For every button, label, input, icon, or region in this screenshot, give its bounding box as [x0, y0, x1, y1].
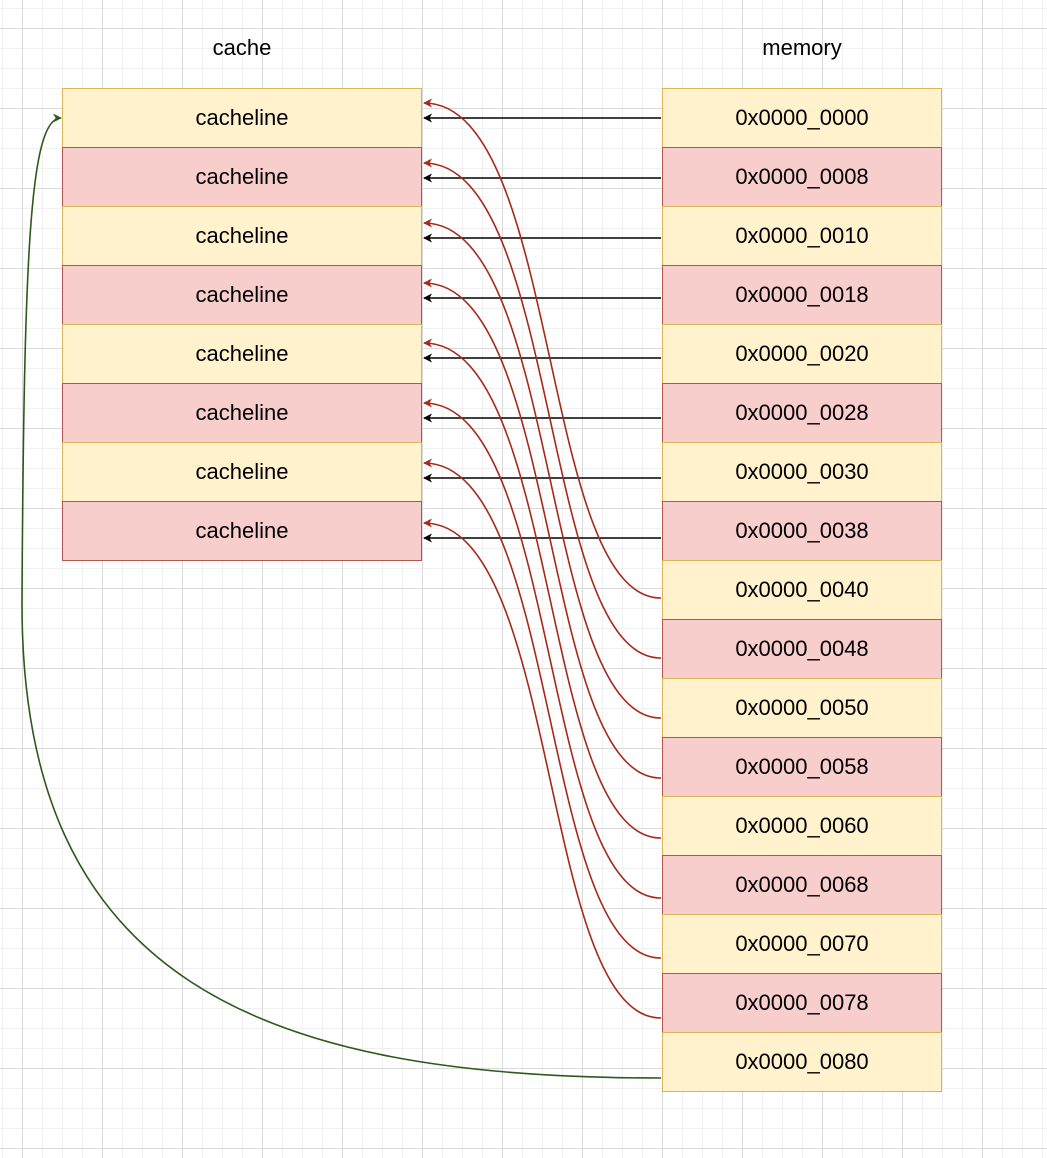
conflict-map-arrow-15: [423, 518, 662, 1019]
memory-address-15: 0x0000_0078: [662, 973, 942, 1033]
memory-address-13: 0x0000_0068: [662, 855, 942, 915]
memory-address-16: 0x0000_0080: [662, 1032, 942, 1092]
conflict-map-arrow-8: [423, 98, 662, 599]
memory-address-7: 0x0000_0038: [662, 501, 942, 561]
cache-title: cache: [212, 35, 272, 60]
memory-address-10: 0x0000_0050: [662, 678, 942, 738]
cacheline-4: cacheline: [62, 324, 422, 384]
memory-address-0: 0x0000_0000: [662, 88, 942, 148]
cacheline-7: cacheline: [62, 501, 422, 561]
memory-address-6: 0x0000_0030: [662, 442, 942, 502]
conflict-map-arrow-12: [423, 338, 662, 839]
memory-address-11: 0x0000_0058: [662, 737, 942, 797]
memory-title: memory: [762, 35, 842, 60]
conflict-map-arrow-10: [423, 218, 662, 719]
cacheline-1: cacheline: [62, 147, 422, 207]
memory-address-12: 0x0000_0060: [662, 796, 942, 856]
cacheline-2: cacheline: [62, 206, 422, 266]
conflict-map-arrow-9: [423, 158, 662, 659]
cache-column: cacheline cacheline cacheline cacheline …: [62, 88, 422, 561]
memory-address-9: 0x0000_0048: [662, 619, 942, 679]
memory-address-8: 0x0000_0040: [662, 560, 942, 620]
memory-address-5: 0x0000_0028: [662, 383, 942, 443]
cacheline-6: cacheline: [62, 442, 422, 502]
memory-address-2: 0x0000_0010: [662, 206, 942, 266]
memory-address-4: 0x0000_0020: [662, 324, 942, 384]
cacheline-3: cacheline: [62, 265, 422, 325]
conflict-map-arrow-13: [423, 398, 662, 899]
cacheline-5: cacheline: [62, 383, 422, 443]
cacheline-0: cacheline: [62, 88, 422, 148]
conflict-map-arrow-11: [423, 278, 662, 779]
memory-address-14: 0x0000_0070: [662, 914, 942, 974]
memory-address-3: 0x0000_0018: [662, 265, 942, 325]
memory-column: 0x0000_0000 0x0000_0008 0x0000_0010 0x00…: [662, 88, 942, 1092]
conflict-map-arrow-14: [423, 458, 662, 959]
memory-address-1: 0x0000_0008: [662, 147, 942, 207]
